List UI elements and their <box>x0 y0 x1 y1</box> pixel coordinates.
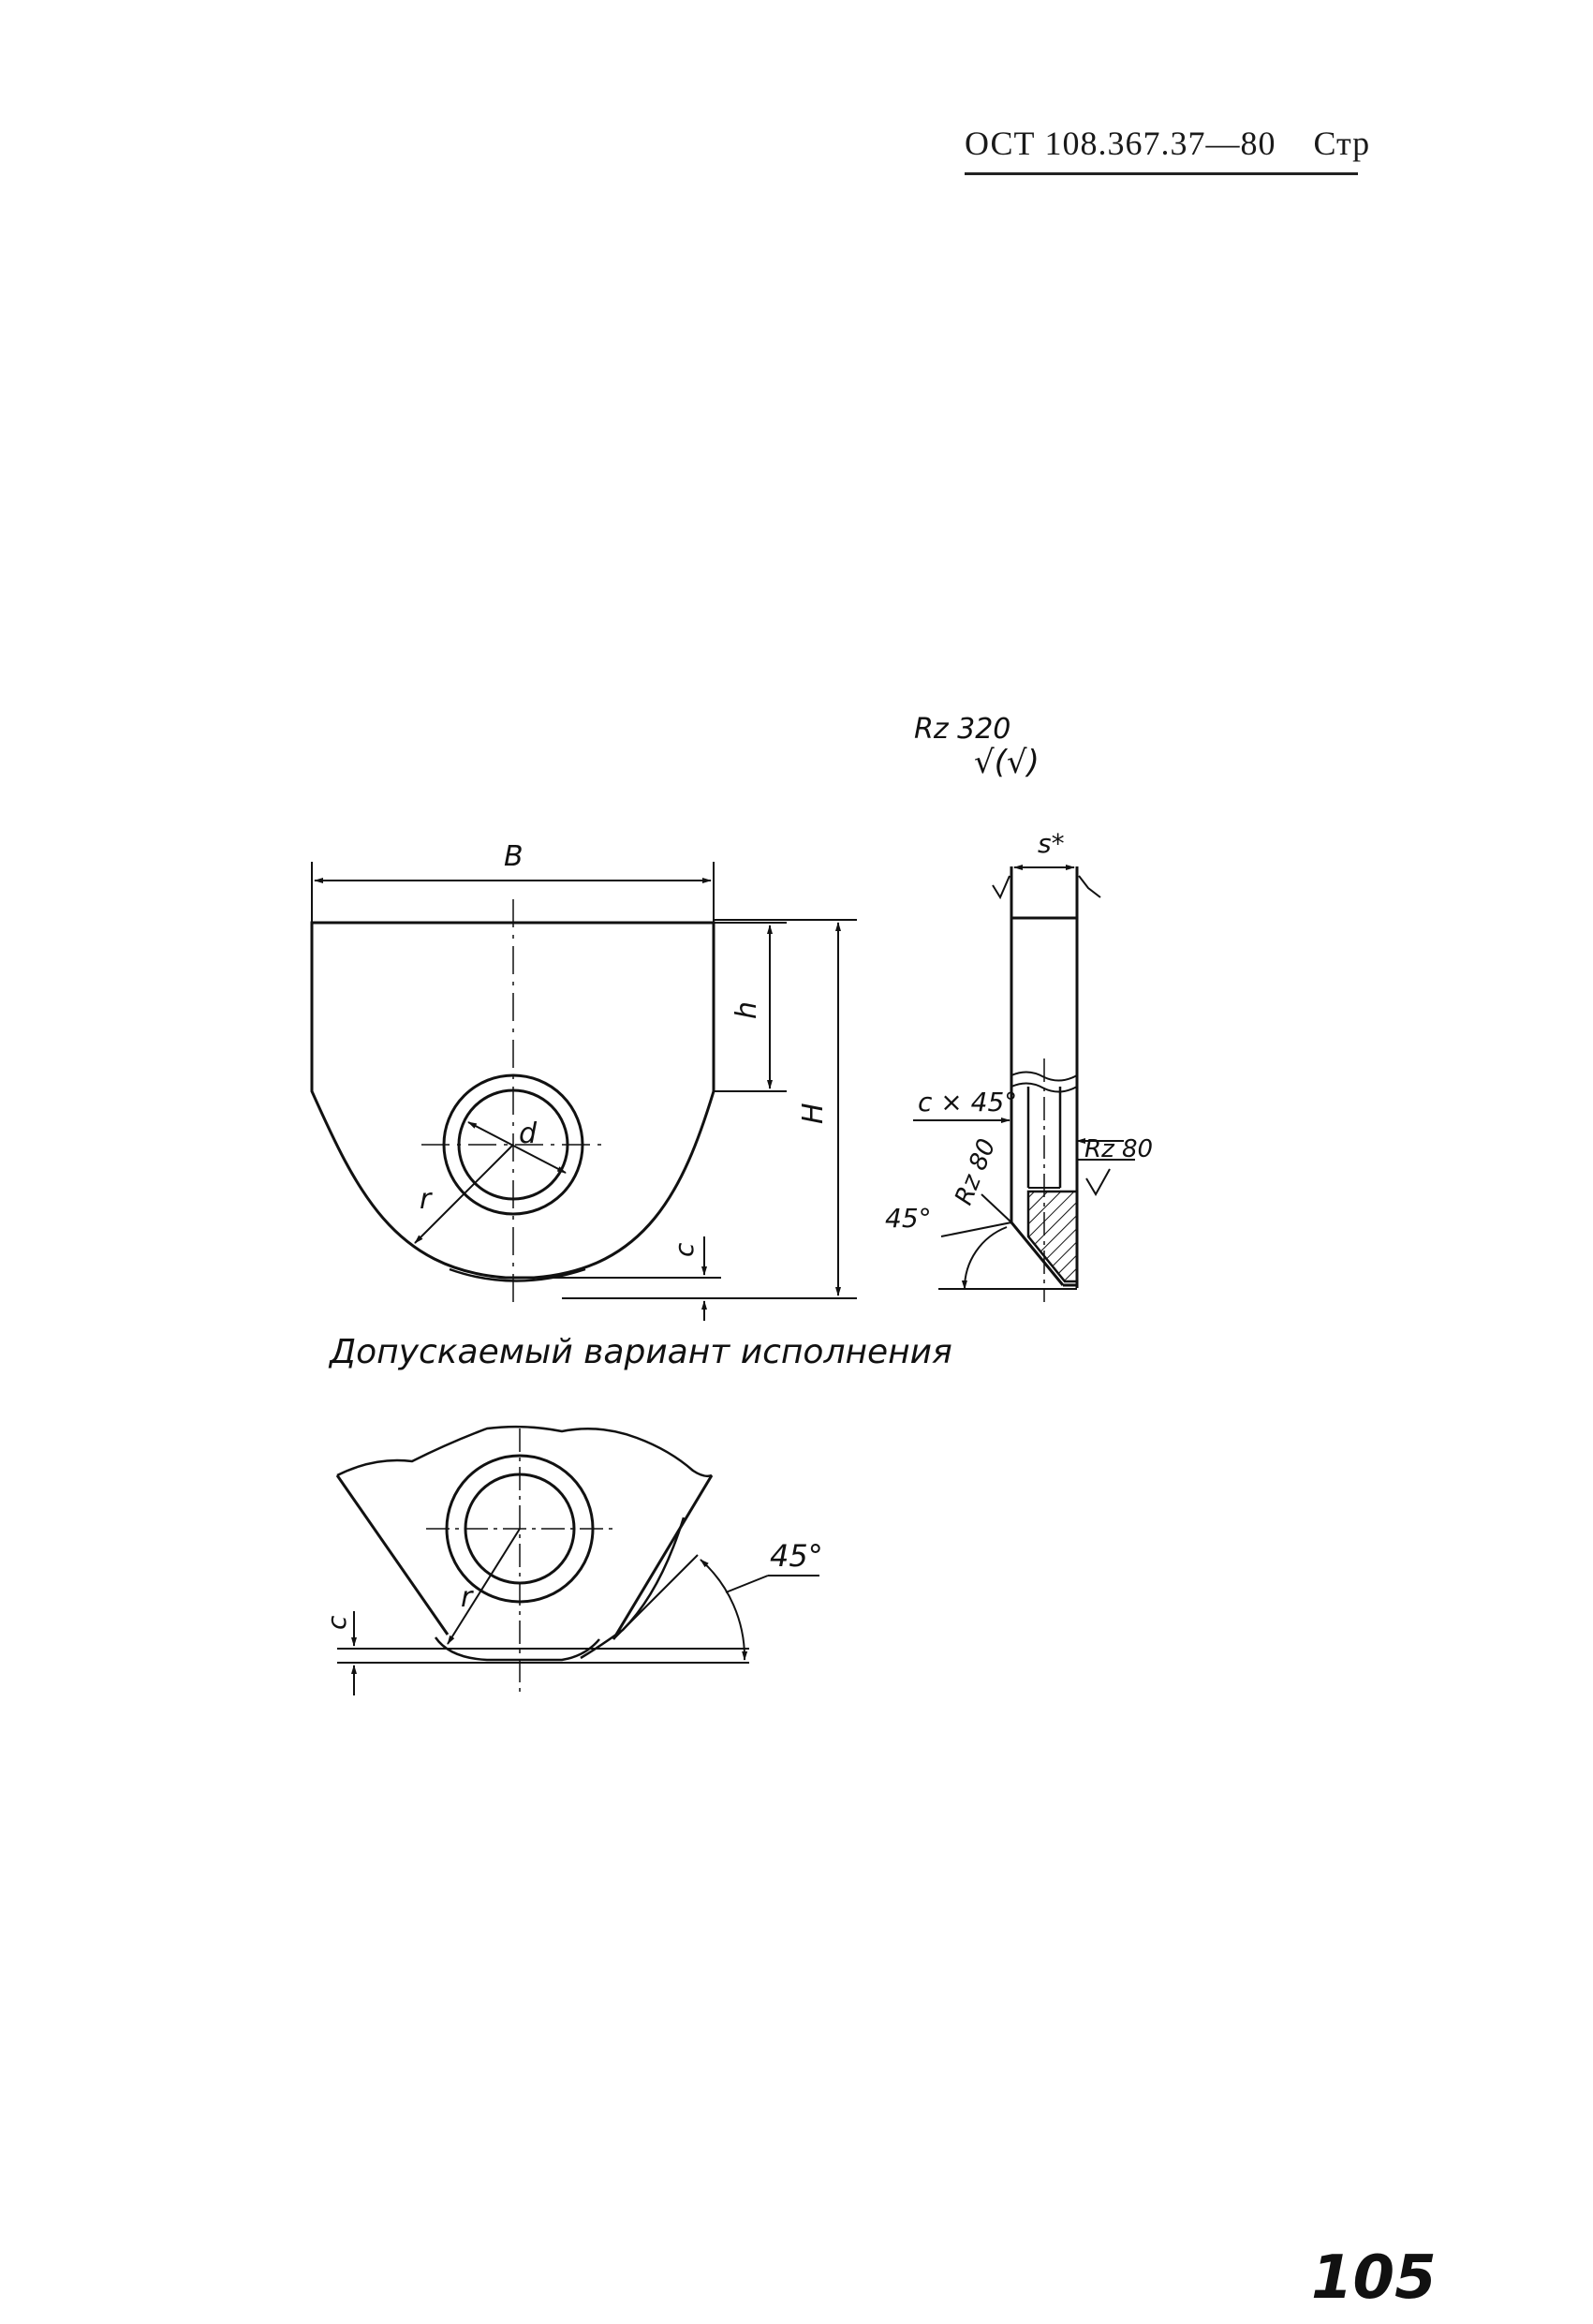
header-underline <box>965 172 1358 175</box>
main-view <box>310 862 857 1321</box>
variant-caption: Допускаемый вариант исполнения <box>328 1333 952 1371</box>
variant-angle-label: 45° <box>770 1538 823 1574</box>
width-label: B <box>504 840 524 873</box>
hole <box>457 1088 569 1201</box>
page-prefix: Стр <box>1313 125 1371 162</box>
offset-label: c <box>669 1242 700 1257</box>
hole-roughness-label: Rz 80 <box>1084 1135 1153 1163</box>
doc-number: ОСТ 108.367.37—80 <box>965 125 1276 162</box>
radius-label: r <box>420 1183 433 1216</box>
variant-view <box>335 1425 819 1695</box>
side-angle-label: 45° <box>885 1203 932 1234</box>
page-number: 105 <box>1311 2243 1437 2313</box>
general-roughness-symbol: √(√) <box>974 744 1040 781</box>
section-hatch <box>1026 1190 1079 1283</box>
variant-offset-label: c <box>321 1615 352 1630</box>
chamfer-roughness-label: Rz 80 <box>950 1135 1001 1209</box>
hole-outer-ring <box>442 1073 584 1216</box>
general-roughness: Rz 320 <box>914 713 1010 746</box>
side-view <box>913 865 1135 1302</box>
thickness-label: s* <box>1038 828 1065 859</box>
document-header: ОСТ 108.367.37—80 Стр <box>965 124 1370 163</box>
hole-diameter-label: d <box>519 1118 538 1150</box>
flat-height-label: h <box>730 1001 763 1019</box>
chamfer-label: c × 45° <box>918 1087 1017 1118</box>
variant-radius-label: r <box>461 1581 474 1614</box>
height-label: H <box>797 1103 830 1124</box>
surface-finish-note: Rz 320 √(√) <box>914 713 1040 781</box>
